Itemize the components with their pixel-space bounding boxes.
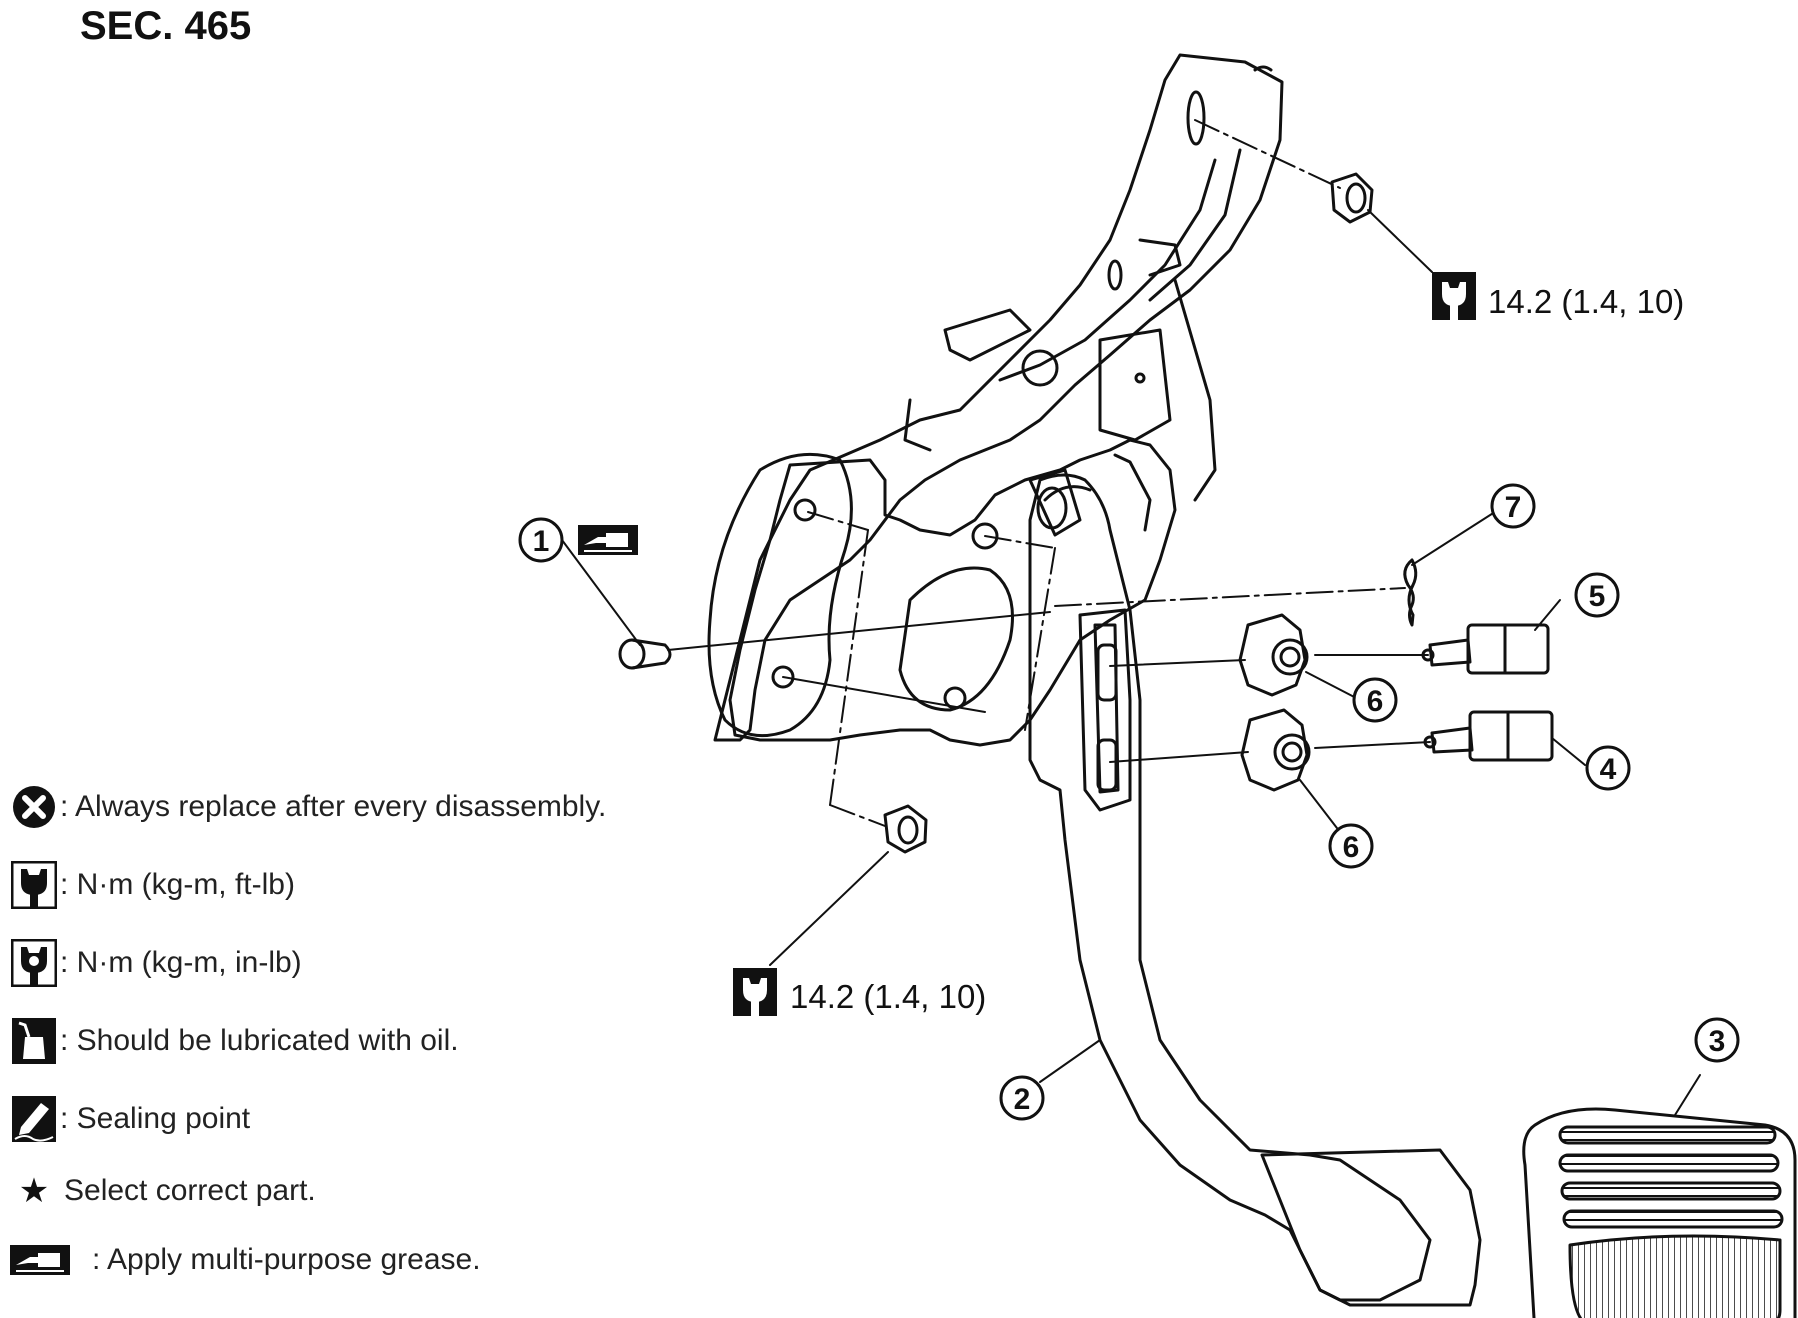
legend: : Always replace after every disassembly… xyxy=(8,768,688,1296)
callout-1-label: 1 xyxy=(533,525,550,558)
callout-3 xyxy=(1694,1017,1740,1063)
callout-6-lower xyxy=(1328,823,1374,869)
callout-5 xyxy=(1574,572,1620,618)
pedal-housing xyxy=(707,278,1217,747)
legend-item: ★ Select correct part. xyxy=(8,1158,688,1224)
pedal-pad xyxy=(1522,1107,1797,1318)
switch-5 xyxy=(1421,623,1550,675)
clutch-pedal-arm xyxy=(1028,473,1482,1307)
callout-7-label: 7 xyxy=(1505,491,1522,524)
legend-text: : N·m (kg-m, ft-lb) xyxy=(60,868,295,901)
clevis-pin xyxy=(618,638,672,670)
callout-2 xyxy=(999,1075,1045,1121)
torque-ftlb-icon xyxy=(1432,272,1476,320)
torque-spec-lower: 14.2 (1.4, 10) xyxy=(790,978,986,1016)
replace-icon xyxy=(8,781,60,833)
snap-pin xyxy=(1403,558,1418,627)
torque-inlb-icon xyxy=(8,937,60,989)
callout-1 xyxy=(518,517,564,563)
clip-lower xyxy=(1240,708,1311,792)
sealing-icon xyxy=(8,1093,60,1145)
grease-icon xyxy=(578,525,638,555)
legend-text: : N·m (kg-m, in-lb) xyxy=(60,946,302,979)
callout-6-upper-label: 6 xyxy=(1367,685,1384,718)
callout-4-label: 4 xyxy=(1600,753,1617,786)
callout-3-label: 3 xyxy=(1709,1025,1726,1058)
legend-item: : N·m (kg-m, ft-lb) xyxy=(8,846,688,924)
legend-text: : Apply multi-purpose grease. xyxy=(92,1243,481,1276)
legend-item: : Always replace after every disassembly… xyxy=(8,768,688,846)
upper-nut xyxy=(1330,172,1374,224)
callout-6-upper xyxy=(1352,677,1398,723)
torque-ftlb-icon xyxy=(733,968,777,1016)
legend-text: : Always replace after every disassembly… xyxy=(60,790,607,823)
oil-can-icon xyxy=(8,1015,60,1067)
callout-4 xyxy=(1585,745,1631,791)
legend-item: : Apply multi-purpose grease. xyxy=(8,1224,688,1296)
torque-ftlb-icon xyxy=(8,859,60,911)
legend-text: : Should be lubricated with oil. xyxy=(60,1024,459,1057)
section-label: SEC. 465 xyxy=(80,4,252,48)
torque-value: 14.2 (1.4, 10) xyxy=(790,978,987,1015)
legend-item: : N·m (kg-m, in-lb) xyxy=(8,924,688,1002)
clip-upper xyxy=(1238,613,1309,697)
legend-text: Select correct part. xyxy=(64,1174,316,1207)
switch-4 xyxy=(1423,710,1554,762)
torque-spec-upper: 14.2 (1.4, 10) xyxy=(1488,283,1684,321)
torque-value: 14.2 (1.4, 10) xyxy=(1488,283,1685,320)
legend-text: : Sealing point xyxy=(60,1102,251,1135)
grease-icon xyxy=(8,1234,72,1286)
callout-7 xyxy=(1490,483,1536,529)
callout-6-lower-label: 6 xyxy=(1343,831,1360,864)
callout-5-label: 5 xyxy=(1589,580,1606,613)
lower-nut xyxy=(883,804,928,854)
legend-item: : Sealing point xyxy=(8,1080,688,1158)
pedal-bracket xyxy=(713,53,1284,742)
callout-2-label: 2 xyxy=(1014,1083,1031,1116)
star-icon: ★ xyxy=(18,1172,50,1210)
legend-item: : Should be lubricated with oil. xyxy=(8,1002,688,1080)
